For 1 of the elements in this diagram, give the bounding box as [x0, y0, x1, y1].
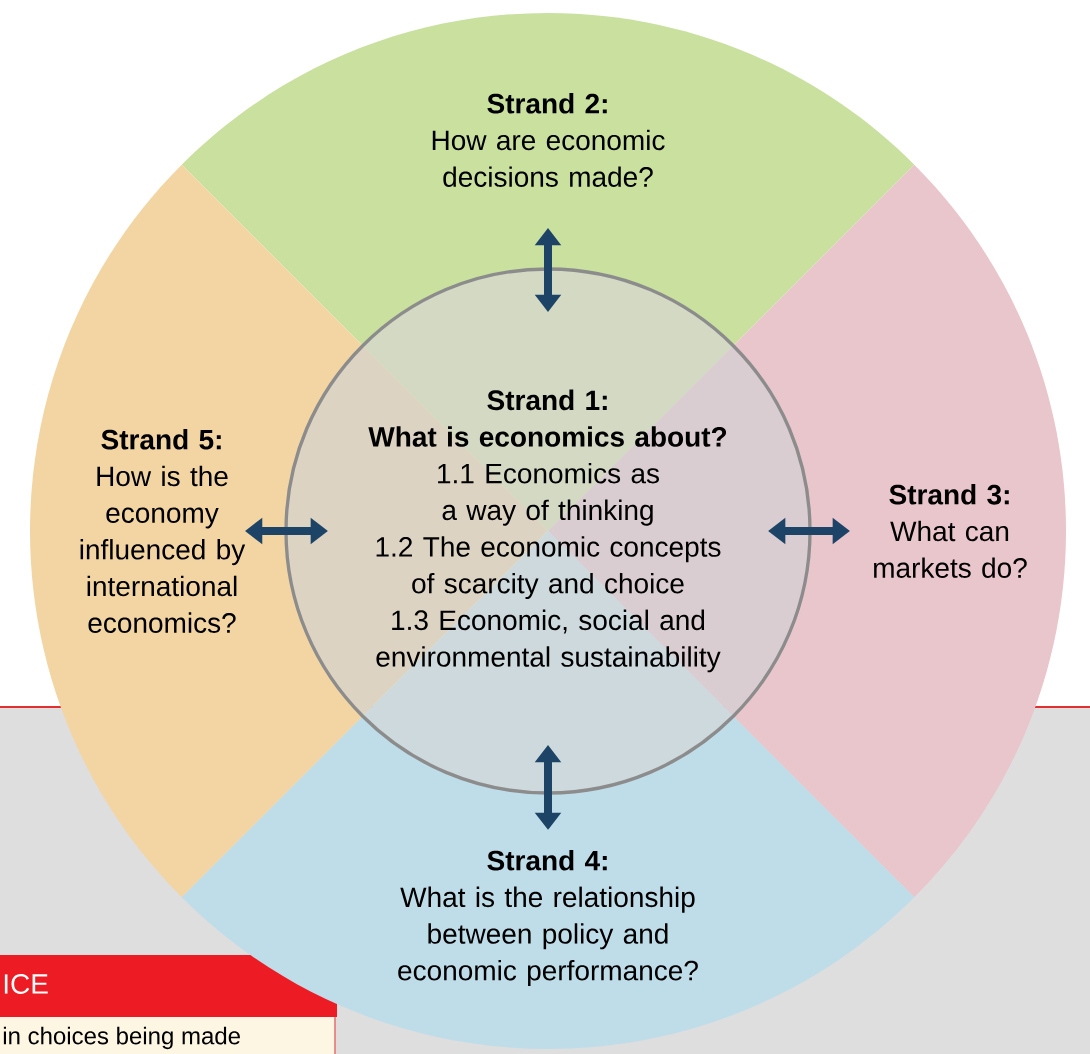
text-panel: in choices being made — [0, 1016, 336, 1054]
